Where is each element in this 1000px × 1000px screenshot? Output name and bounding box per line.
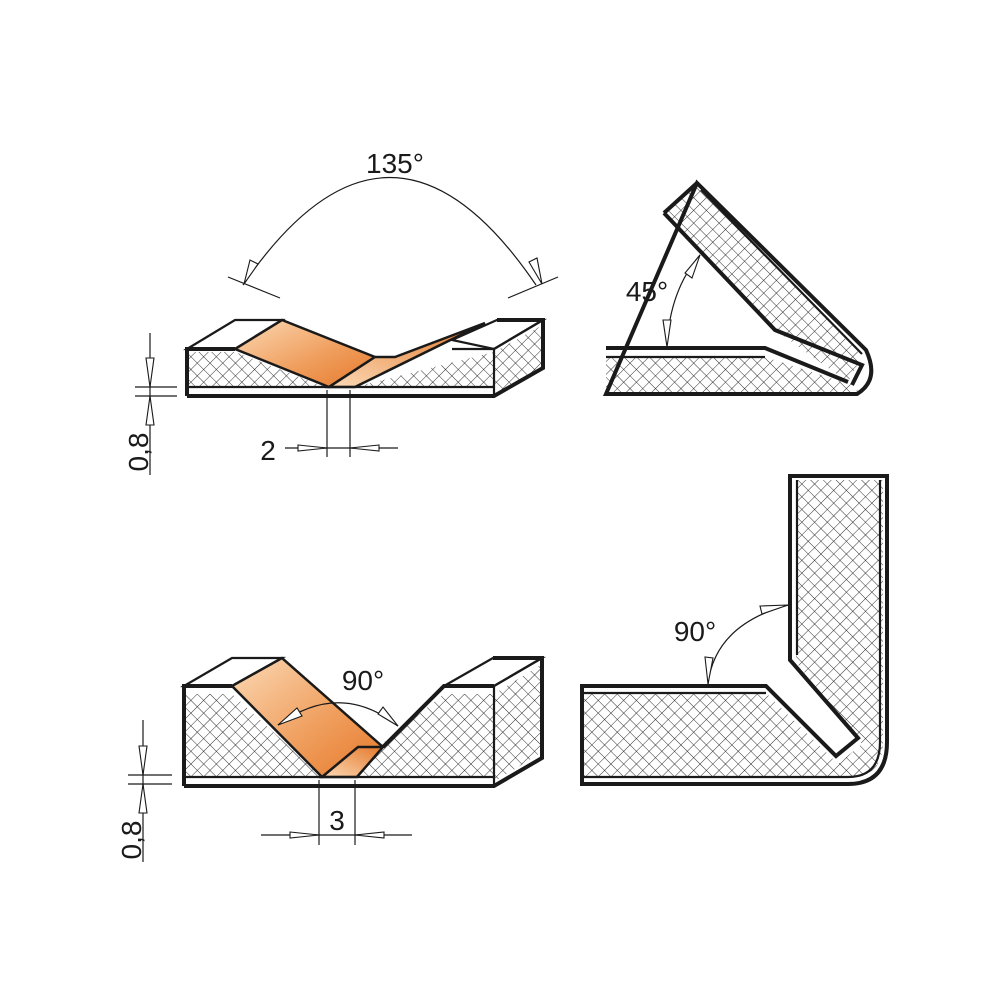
arrow-head-icon [289, 831, 320, 839]
angle-label: 90° [342, 665, 384, 696]
groove-135-panel: 135° 2 0,8 [123, 148, 559, 475]
fold-45-panel: 45° [602, 179, 874, 396]
arrow-head-icon [684, 254, 701, 279]
arrow-head-icon [662, 319, 672, 348]
arrow-head-icon [377, 706, 399, 727]
angle-label: 90° [674, 616, 716, 647]
arrow-head-icon [145, 395, 155, 426]
arrow-head-icon [528, 257, 543, 285]
angle-label: 45° [626, 276, 668, 307]
thickness-dim-label: 0,8 [123, 433, 154, 472]
thickness-dim-label: 0,8 [116, 821, 147, 860]
arrow-head-icon [138, 783, 148, 814]
arrow-head-icon [704, 656, 714, 685]
arrow-head-icon [145, 357, 155, 388]
width-dim-label: 3 [329, 805, 345, 836]
groove-90-panel: 90° 3 0,8 [116, 656, 547, 862]
fold-90-panel: 90° [580, 474, 889, 786]
arrow-head-icon [277, 707, 303, 726]
arrow-head-icon [138, 745, 148, 776]
width-dim-label: 2 [260, 435, 276, 466]
arrow-head-icon [759, 604, 789, 615]
arrow-head-icon [349, 444, 380, 452]
arrow-head-icon [243, 259, 259, 285]
angle-label: 135° [366, 148, 424, 179]
extension-line-right [507, 276, 559, 299]
angle-arc [242, 176, 537, 286]
arrow-head-icon [297, 444, 328, 452]
extension-line-left [227, 276, 281, 299]
arrow-head-icon [354, 831, 385, 839]
